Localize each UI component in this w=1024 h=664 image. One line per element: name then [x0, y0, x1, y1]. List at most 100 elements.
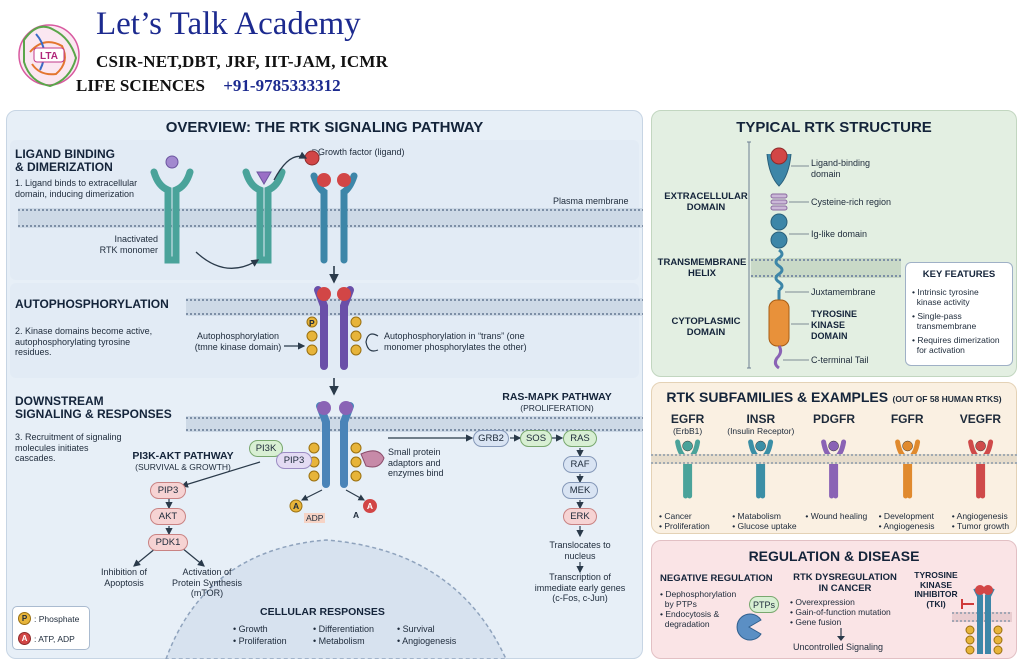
auto-right-label: Autophosphorylation in “trans” (one mono…: [384, 331, 527, 352]
membrane-2: [186, 298, 643, 316]
pi3k-node: PI3K: [249, 440, 283, 457]
translocates-label: Translocates to nucleus: [549, 540, 611, 561]
ptps-node: PTPs: [749, 596, 779, 613]
uncontrolled-label: Uncontrolled Signaling: [793, 642, 884, 652]
grb2-node: GRB2: [473, 430, 509, 447]
subfamily-receptor-icon: [821, 439, 847, 499]
ligand-step: 1. Ligand binds to extracellular domain,…: [15, 178, 138, 199]
down-title: DOWNSTREAM SIGNALING & RESPONSES: [15, 394, 172, 421]
membrane-1: [18, 208, 643, 228]
response-1: • Proliferation: [233, 636, 287, 646]
ligand-title: LIGAND BINDING & DIMERIZATION: [15, 147, 115, 174]
regulation-title: REGULATION & DISEASE: [748, 548, 920, 564]
growth-factor-label: Growth factor (ligand): [318, 147, 405, 157]
exam-list: CSIR-NET,DBT, JRF, IIT-JAM, ICMR: [96, 52, 389, 71]
raf-node: RAF: [563, 456, 597, 473]
subject-line: LIFE SCIENCES +91-9785333312: [76, 76, 341, 96]
inactivated-label: Inactivated RTK monomer: [99, 234, 158, 255]
subfamily-2: PDGFR • Wound healing: [797, 412, 870, 521]
key-features-box: KEY FEATURES • Intrinsic tyrosine kinase…: [905, 262, 1013, 366]
membrane-3: [186, 416, 643, 432]
ras-header: RAS-MAPK PATHWAY (PROLIFERATION): [492, 391, 622, 414]
subfamily-4: VEGFR • Angiogenesis • Tumor growth: [944, 412, 1017, 531]
subfamilies-note: (OUT OF 58 HUMAN RTKS): [892, 394, 1002, 404]
subfamily-receptor-icon: [894, 439, 920, 499]
subfamily-membrane: [651, 454, 1017, 464]
subfamily-uses: • Cancer • Proliferation: [659, 511, 710, 531]
down-step: 3. Recruitment of signaling molecules in…: [15, 432, 122, 463]
subfamily-sub: [944, 426, 1017, 436]
erk-node: ERK: [563, 508, 597, 525]
transcription-label: Transcription of immediate early genes (…: [534, 572, 626, 603]
subfamily-3: FGFR • Development • Angiogenesis: [871, 412, 944, 531]
neg-items: • Dephosphorylation by PTPs • Endocytosi…: [660, 589, 737, 629]
response-2: • Differentiation: [313, 624, 375, 634]
atp-a-mid: A: [353, 510, 360, 520]
dys-items: • Overexpression • Gain-of-function muta…: [790, 597, 891, 627]
cterm-label: C-terminal Tail: [811, 355, 869, 365]
ras-node: RAS: [563, 430, 597, 447]
pi3k-title: PI3K-AKT PATHWAY: [132, 450, 234, 462]
subfamily-uses: • Development • Angiogenesis: [878, 511, 935, 531]
ras-title: RAS-MAPK PATHWAY: [502, 391, 612, 403]
extracellular-label: EXTRACELLULAR DOMAIN: [664, 191, 748, 213]
subfamily-uses: • Wound healing: [805, 511, 868, 521]
auto-step: 2. Kinase domains become active, autopho…: [15, 326, 153, 357]
overview-title: OVERVIEW: THE RTK SIGNALING PATHWAY: [165, 119, 484, 136]
phos-p: P: [309, 318, 315, 328]
response-0: • Growth: [233, 624, 268, 634]
subfamily-0: EGFR(ErbB1)• Cancer • Proliferation: [651, 412, 724, 531]
rtk-dimer-1: [304, 149, 358, 264]
cytoplasmic-label: CYTOPLASMIC DOMAIN: [671, 316, 741, 338]
academy-logo: LTA: [18, 24, 80, 88]
adp-label: ADP: [304, 513, 326, 523]
tki-receptor: [952, 585, 1012, 655]
subfamily-sub: (ErbB1): [672, 426, 703, 436]
ras-sub: (PROLIFERATION): [520, 403, 594, 413]
subfamily-uses: • Matabolism • Glucose uptake: [732, 511, 797, 531]
legend-a-circle: A: [18, 632, 31, 645]
rtk-monomer-1: [150, 155, 194, 264]
subfamily-name: VEGFR: [959, 412, 1002, 426]
pi3k-sub: (SURVIVAL & GROWTH): [135, 462, 231, 472]
subfamily-receptor-icon: [967, 439, 993, 499]
logo-text: LTA: [40, 51, 58, 62]
activation-label: Activation of Protein Synthesis (mTOR): [171, 567, 243, 598]
rtk-monomer-2: [242, 168, 286, 264]
atp-a-left: A: [293, 501, 300, 511]
academy-title: Let’s Talk Academy: [96, 6, 361, 42]
juxta-label: Juxtamembrane: [811, 287, 876, 297]
phone-number: +91-9785333312: [223, 76, 341, 95]
subfamily-receptor-icon: [675, 439, 701, 499]
legend-phosphate: : Phosphate: [34, 614, 80, 624]
cell-responses-title: CELLULAR RESPONSES: [260, 606, 385, 618]
subfamily-sub: [871, 426, 944, 436]
auto-title: AUTOPHOSPHORYLATION: [15, 297, 169, 311]
neg-title: NEGATIVE REGULATION: [660, 573, 773, 584]
subject: LIFE SCIENCES: [76, 76, 205, 95]
small-protein-label: Small protein adaptors and enzymes bind: [388, 447, 444, 478]
pi3k-header: PI3K-AKT PATHWAY (SURVIVAL & GROWTH): [118, 450, 248, 473]
atp-a-right: A: [363, 499, 377, 513]
sos-node: SOS: [520, 430, 552, 447]
auto-left-label: Autophosphorylation (tmne kinase domain): [194, 331, 282, 352]
subfamily-name: FGFR: [890, 412, 924, 426]
pip3-node: PIP3: [276, 452, 312, 469]
tk-label: TYROSINE KINASE DOMAIN: [811, 309, 858, 341]
legend-p-circle: P: [18, 612, 31, 625]
legend: P : Phosphate A : ATP, ADP: [12, 606, 90, 650]
structure-title: TYPICAL RTK STRUCTURE: [736, 119, 932, 136]
rtk-dimer-2: [306, 286, 362, 370]
subfamily-uses: • Angiogenesis • Tumor growth: [951, 511, 1010, 531]
dys-title: RTK DYSREGULATION IN CANCER: [793, 572, 897, 594]
legend-atp: : ATP, ADP: [34, 634, 75, 644]
tki-label: TYROSINE KINASE INHIBITOR (TKI): [914, 570, 958, 609]
subfamily-1: INSR(Insulin Receptor)• Matabolism • Glu…: [724, 412, 797, 531]
rtk-dimer-3: [308, 401, 362, 488]
feature-0: • Intrinsic tyrosine kinase activity: [912, 287, 979, 307]
subfamily-name: PDGFR: [812, 412, 855, 426]
response-3: • Metabolism: [313, 636, 365, 646]
rtk-structure-diagram: [747, 141, 901, 370]
ptp-pacman: [736, 613, 762, 641]
pip3b-node: PIP3: [150, 482, 186, 499]
